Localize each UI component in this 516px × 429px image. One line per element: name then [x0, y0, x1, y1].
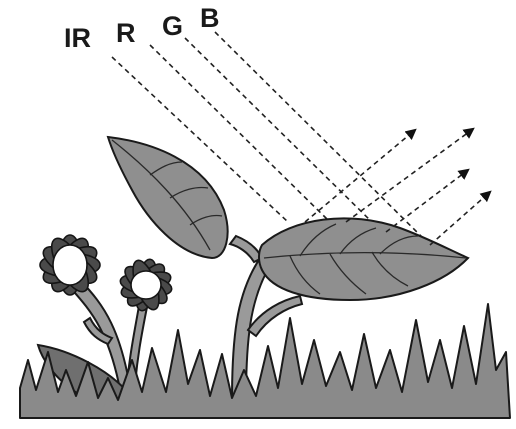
flower-right: [118, 257, 174, 313]
reflected-ray-1: [305, 130, 415, 222]
reflected-ray-3: [386, 170, 468, 232]
incoming-ray-b: [215, 32, 430, 245]
reflecting-leaf: [259, 218, 468, 300]
band-label-g: G: [162, 11, 183, 41]
band-label-b: B: [200, 3, 220, 33]
upper-leaf: [108, 137, 228, 258]
band-label-ir: IR: [64, 23, 91, 53]
band-label-r: R: [116, 18, 136, 48]
reflected-ray-2: [346, 129, 473, 222]
flower-left: [38, 233, 102, 297]
reflected-ray-4: [430, 192, 490, 245]
